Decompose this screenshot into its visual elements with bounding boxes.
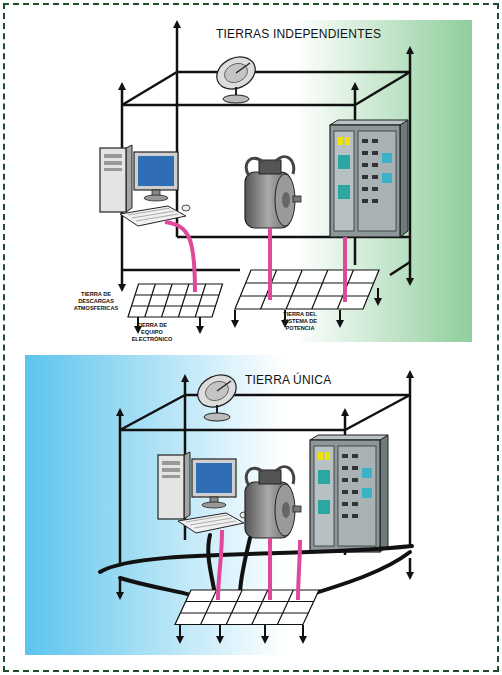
- ground-label: TIERRA DE EQUIPO ELECTRÓNICO: [126, 322, 178, 343]
- diagram-panel: TIERRAS INDEPENDIENTES: [118, 20, 472, 342]
- panel-title: TIERRAS INDEPENDIENTES: [216, 27, 381, 41]
- panel-title: TIERRA ÚNICA: [245, 373, 331, 387]
- ground-label: TIERRA DEL SISTEMA DE POTENCIA: [274, 311, 326, 332]
- diagram-panel: TIERRA ÚNICA: [25, 355, 472, 655]
- ground-label: TIERRA DE DESCARGAS ATMOSFERICAS: [70, 291, 122, 312]
